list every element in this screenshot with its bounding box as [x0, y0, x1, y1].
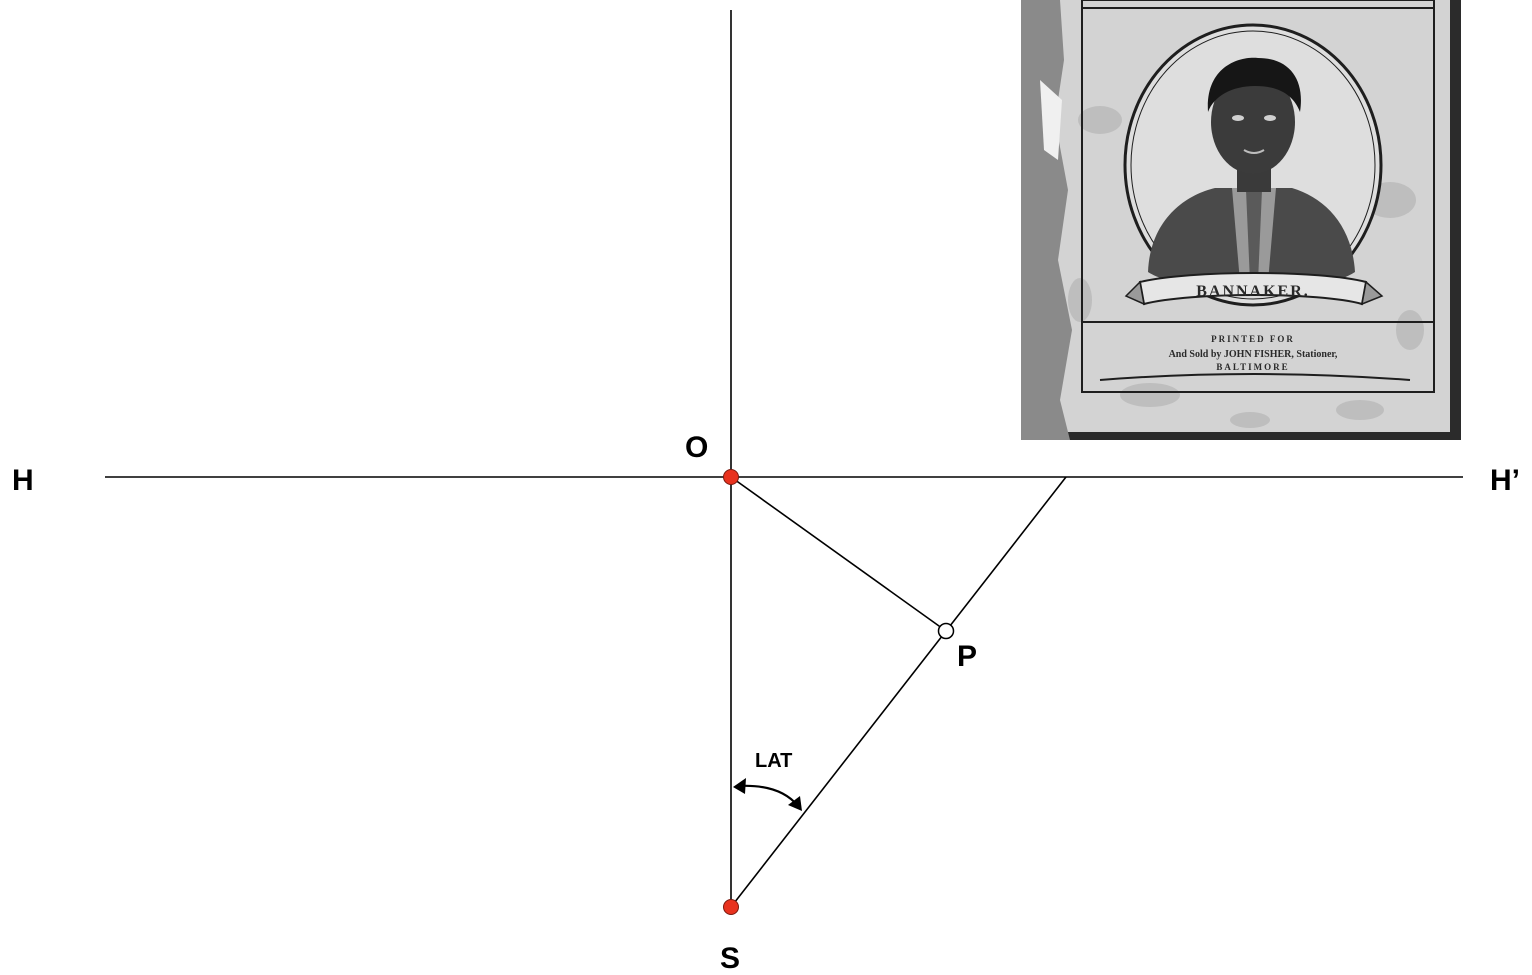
line-s-to-horizon: [730, 476, 1067, 908]
label-p: P: [957, 640, 977, 673]
label-lat: LAT: [755, 750, 792, 772]
latitude-angle-arc: [733, 778, 802, 811]
portrait-printer-line-3: BALTIMORE: [1216, 362, 1289, 372]
label-h: H: [12, 464, 34, 497]
portrait-banner-text: BANNAKER.: [1196, 283, 1310, 300]
point-o: [723, 469, 739, 485]
portrait-printer-line-2: And Sold by JOHN FISHER, Stationer,: [1169, 349, 1338, 360]
portrait-printer-line-1: PRINTED FOR: [1211, 334, 1295, 344]
line-o-to-p: [730, 476, 947, 632]
label-h-prime: H’: [1490, 464, 1520, 497]
label-o: O: [685, 431, 708, 464]
point-p: [937, 622, 955, 640]
banneker-portrait-image: BANNAKER. PRINTED FOR And Sold by JOHN F…: [1021, 0, 1461, 440]
point-s: [723, 899, 739, 915]
label-s: S: [720, 942, 740, 975]
